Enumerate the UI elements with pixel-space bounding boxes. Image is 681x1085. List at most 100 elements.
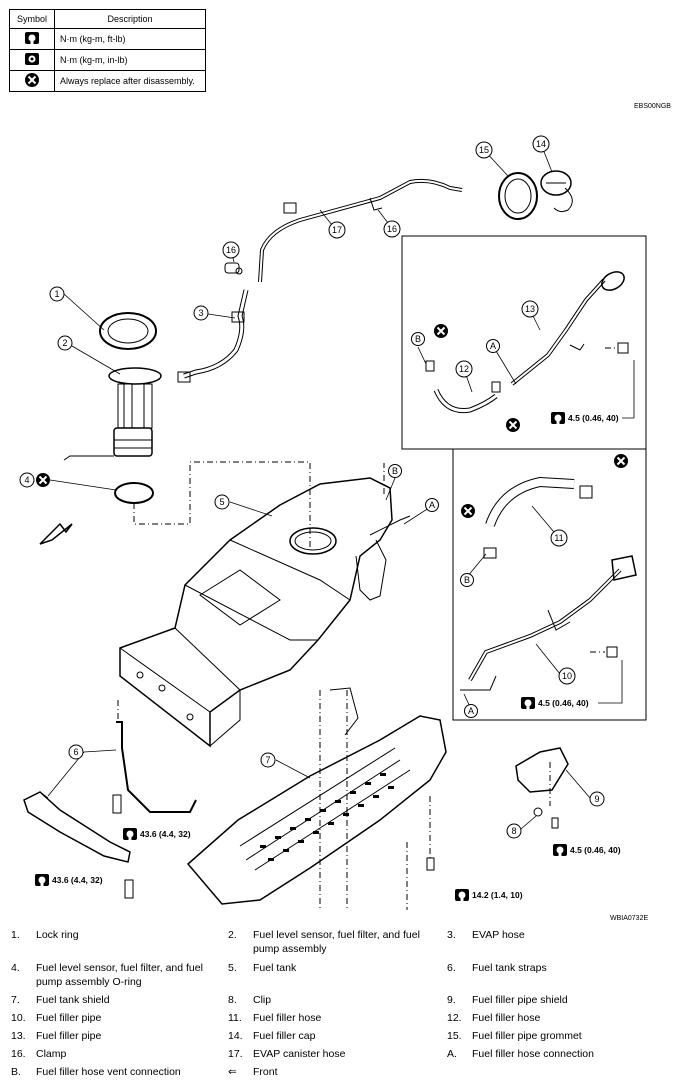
fuel-filler-pipe-upper (510, 271, 625, 386)
callout-7: 7 (260, 752, 276, 768)
svg-text:A: A (468, 706, 474, 716)
torque-spec-strap-upper: 43.6 (4.4, 32) (123, 828, 191, 840)
fuel-filler-pipe-lower (460, 555, 637, 691)
callout-12: 12 (455, 360, 473, 378)
detail-box-lower (452, 448, 647, 721)
torque-spec-shield-bolt: 14.2 (1.4, 10) (455, 889, 523, 901)
callout-15: 15 (475, 141, 493, 159)
svg-text:4: 4 (24, 475, 29, 485)
svg-text:43.6 (4.4, 32): 43.6 (4.4, 32) (140, 829, 191, 839)
svg-text:14.2 (1.4, 10): 14.2 (1.4, 10) (472, 890, 523, 900)
callouts: 1 2 3 4 5 6 7 8 9 10 11 12 13 14 15 16 1… (19, 135, 605, 839)
fuel-filler-pipe-shield (515, 747, 569, 793)
svg-text:16: 16 (387, 224, 397, 234)
figure-code-bottom: WBIA0732E (610, 915, 649, 922)
svg-text:15: 15 (479, 145, 489, 155)
callout-3: 3 (193, 305, 209, 321)
callout-5: 5 (214, 494, 230, 510)
svg-text:B: B (392, 466, 398, 476)
replace-x-icon (35, 472, 51, 488)
symbol-row: Always replace after disassembly. (9, 70, 206, 92)
callout-8: 8 (506, 823, 522, 839)
callout-b-upper: B (411, 332, 425, 346)
callout-14: 14 (532, 135, 550, 153)
assembly-lines (117, 347, 618, 910)
svg-text:4.5 (0.46, 40): 4.5 (0.46, 40) (570, 845, 621, 855)
callout-a-tank: A (425, 498, 439, 512)
svg-text:B: B (464, 575, 470, 585)
svg-text:6: 6 (73, 747, 78, 757)
callout-9: 9 (589, 791, 605, 807)
svg-text:11: 11 (554, 533, 563, 543)
leader-lines (47, 143, 591, 830)
callout-4: 4 (19, 472, 35, 488)
svg-text:B: B (415, 334, 421, 344)
svg-text:3: 3 (198, 308, 203, 318)
evap-canister-hose (258, 178, 463, 283)
clamp-left (224, 262, 243, 275)
torque-specs: 4.5 (0.46, 40) 4.5 (0.46, 40) 4.5 (0.46,… (35, 360, 635, 901)
clip (533, 807, 543, 817)
svg-text:16: 16 (226, 245, 236, 255)
fuel-pump-assembly (63, 367, 162, 461)
symbol-table: Symbol Description N·m (kg-m, ft-lb) N·m… (9, 9, 206, 92)
callout-16-right: 16 (383, 220, 401, 238)
torque-spec-shield: 4.5 (0.46, 40) (553, 844, 621, 856)
svg-text:43.6 (4.4, 32): 43.6 (4.4, 32) (52, 875, 103, 885)
callout-13: 13 (521, 300, 539, 318)
fuel-tank-straps (23, 721, 197, 899)
svg-text:4.5 (0.46, 40): 4.5 (0.46, 40) (568, 413, 619, 423)
callout-11: 11 (550, 529, 568, 547)
callout-2: 2 (57, 335, 73, 351)
svg-text:7: 7 (265, 755, 270, 765)
callout-b-lower: B (460, 573, 474, 587)
exploded-diagram: 1 2 3 4 5 6 7 8 9 10 11 12 13 14 15 16 1… (19, 135, 647, 910)
callout-a-lower: A (464, 704, 478, 718)
replace-x-icon (460, 503, 476, 519)
fuel-tank (119, 477, 411, 748)
svg-text:13: 13 (525, 304, 535, 314)
replace-x-icon (505, 417, 521, 433)
svg-text:5: 5 (219, 497, 224, 507)
torque-spec-lower: 4.5 (0.46, 40) (521, 697, 589, 709)
callout-a-upper: A (486, 339, 500, 353)
callout-1: 1 (49, 286, 65, 302)
callout-b-tank: B (388, 464, 402, 478)
svg-text:4.5 (0.46, 40): 4.5 (0.46, 40) (538, 698, 589, 708)
lock-ring (99, 312, 157, 350)
fuel-filler-cap (540, 170, 573, 213)
svg-text:10: 10 (562, 671, 572, 681)
torque-spec-upper: 4.5 (0.46, 40) (551, 412, 619, 424)
svg-text:A: A (429, 500, 435, 510)
front-arrow-icon (39, 522, 73, 545)
svg-text:17: 17 (332, 225, 342, 235)
fuel-filler-grommet (498, 172, 538, 220)
svg-text:14: 14 (536, 139, 546, 149)
svg-text:8: 8 (511, 826, 516, 836)
fuel-filler-hose-upper (425, 360, 501, 414)
callout-6: 6 (68, 744, 84, 760)
callout-17: 17 (328, 221, 346, 239)
callout-10: 10 (558, 667, 576, 685)
replace-x-icon (25, 73, 39, 87)
symbol-table-header: Symbol Description (9, 9, 206, 29)
fuel-filler-hose-lower (483, 476, 593, 559)
bolts (426, 342, 629, 871)
torque-spec-strap-lower: 43.6 (4.4, 32) (35, 874, 103, 886)
replace-x-icon (433, 323, 449, 339)
symbol-row: N·m (kg-m, ft-lb) (9, 28, 206, 50)
svg-text:A: A (490, 341, 496, 351)
figure-code-top: EBS00NGB (634, 103, 671, 110)
svg-text:1: 1 (54, 289, 59, 299)
o-ring (114, 482, 154, 504)
torque-wrench-icon (25, 32, 39, 44)
symbol-description: Always replace after disassembly. (54, 70, 206, 92)
callout-16-left: 16 (222, 241, 240, 259)
shield-holes (260, 773, 394, 861)
replace-x-icon (613, 453, 629, 469)
torque-wrench-small-icon (25, 53, 39, 65)
svg-text:12: 12 (459, 364, 469, 374)
evap-hose (177, 289, 249, 383)
svg-text:2: 2 (62, 338, 67, 348)
fuel-tank-shield (186, 687, 447, 905)
